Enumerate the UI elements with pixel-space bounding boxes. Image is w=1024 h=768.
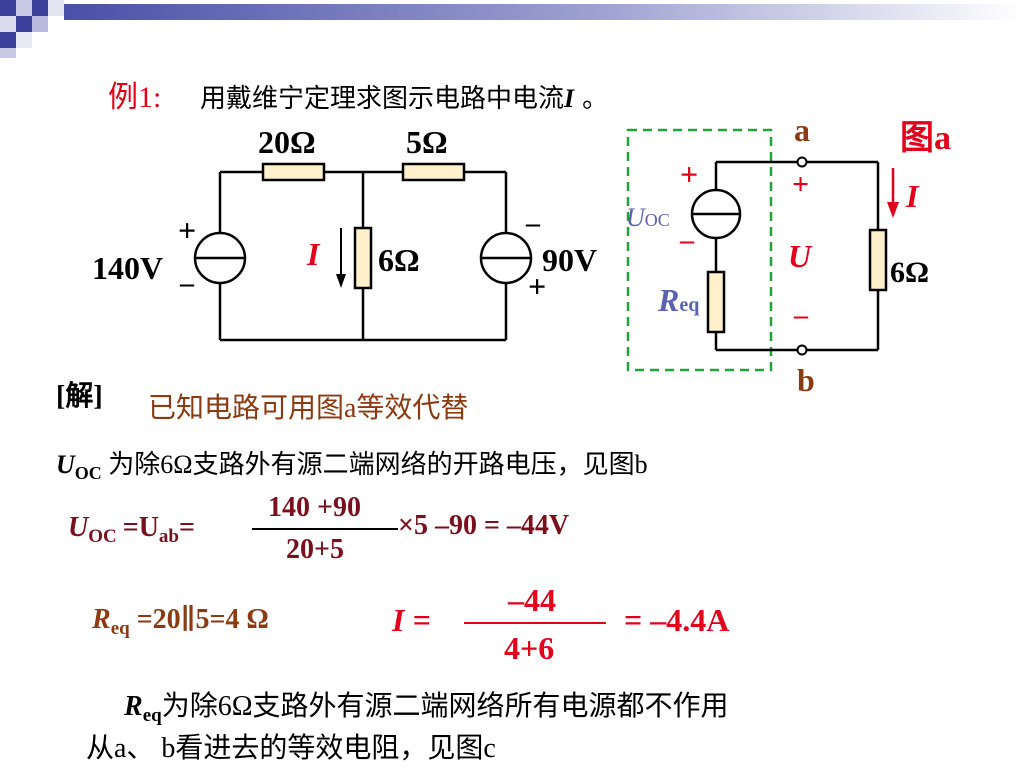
i-label-2: I [906,178,919,214]
solution-tag: [解] [56,381,103,412]
resistor-req [706,270,726,334]
line3-text: 为除6Ω支路外有源二端网络所有电源都不作用 [161,691,729,722]
eq2-r: R [92,604,111,635]
eq1-lhs: UOC=Uab= [68,512,195,547]
eq1-oc: OC [88,526,117,547]
req-label-main: R [658,282,680,318]
eq3-fraction-bar [464,622,606,624]
uoc-label: UOC [626,203,670,233]
eq1-eq: = [179,512,195,543]
resistor-load-6ohm [868,228,888,292]
current-arrow-1 [336,228,346,288]
eq3-lhs: I = [392,602,431,638]
eq2: Req =20∥5=4 Ω [92,602,269,639]
eq3-denominator: 4+6 [504,630,555,666]
resistor-20ohm [261,162,326,182]
u-minus: – [794,300,808,331]
source2-plus: + [528,268,547,304]
label-140v: 140V [92,250,164,286]
corner-decoration [0,0,1024,58]
resistor-6ohm [353,226,373,290]
terminal-a [796,156,808,168]
solution-line4: 从a、 b看进去的等效电阻，见图c [86,733,496,764]
line2-symbol: U [56,450,75,479]
solution-line2: UOC 为除6Ω支路外有源二端网络的开路电压，见图b [56,444,648,483]
eq1-ab: ab [158,526,179,547]
node-a-label: a [794,112,810,148]
solution-line1: 已知电路可用图a等效代替 [148,393,469,424]
label-current-i: I [307,236,320,272]
eq2-sub: eq [110,618,130,639]
label-6ohm: 6Ω [378,242,420,278]
node-b-label: b [797,362,815,398]
line3-r: R [124,691,143,722]
uoc-label-main: U [626,203,645,232]
eq3-tail: = –4.4A [624,602,730,638]
terminal-b [796,344,808,356]
thevenin-minus: – [680,225,694,256]
req-label-sub: eq [679,294,700,316]
thevenin-box [626,128,773,372]
eq1-numerator: 140 +90 [268,492,361,523]
eq1-mid: =U [122,512,159,543]
source2-minus: – [526,208,540,239]
problem-period: 。 [582,84,609,113]
eq3-numerator: –44 [508,582,556,618]
source1-minus: – [180,268,194,299]
line2-sub: OC [74,463,102,483]
thevenin-plus: + [680,156,699,192]
load-6ohm-label: 6Ω [890,256,930,289]
resistor-5ohm [401,162,466,182]
label-5ohm: 5Ω [406,124,448,160]
eq1-fraction-bar [252,528,398,530]
problem-text: 用戴维宁定理求图示电路中电流 [200,84,565,113]
eq2-text: =20∥5=4 Ω [136,604,269,635]
req-label: Req [658,282,699,319]
label-90v: 90V [542,242,598,278]
current-arrow-2 [887,168,899,218]
eq1-denominator: 20+5 [286,534,344,565]
line3-sub: eq [142,705,162,726]
example-label: 例1: [108,81,162,114]
u-plus: + [792,168,810,201]
solution-line3: Req为除6Ω支路外有源二端网络所有电源都不作用 [124,684,729,726]
source1-plus: + [178,212,197,248]
eq1-u: U [68,512,89,543]
figure-a-label: 图a [900,120,951,157]
eq1-tail: ×5 –90 = –44V [398,510,570,541]
u-label: U [788,238,812,274]
label-20ohm: 20Ω [258,124,316,160]
problem-current-symbol: I [564,84,575,113]
line2-text: 为除6Ω支路外有源二端网络的开路电压，见图b [108,450,648,479]
uoc-label-sub: OC [644,210,670,230]
